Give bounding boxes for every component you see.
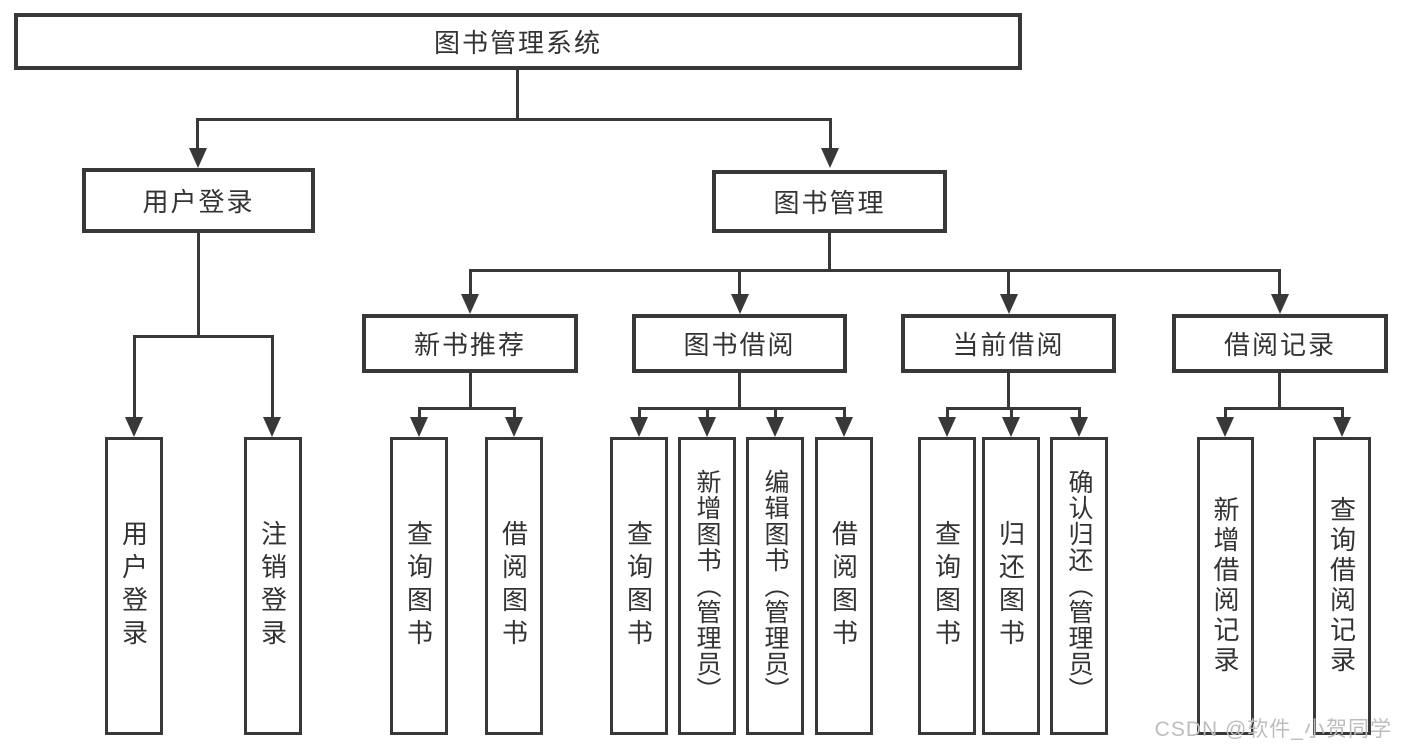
leaf-borrow-books-borrowing-label: 借阅图书 bbox=[828, 520, 859, 652]
v-line bbox=[418, 407, 421, 419]
arrowhead-down-icon bbox=[938, 417, 956, 437]
v-line bbox=[1007, 269, 1010, 296]
csdn-watermark: CSDN @软件_小贺同学 bbox=[1154, 718, 1392, 741]
v-line bbox=[829, 118, 832, 150]
leaf-return-books-label: 归还图书 bbox=[995, 520, 1026, 652]
v-line bbox=[738, 373, 741, 409]
v-line bbox=[271, 335, 274, 417]
v-line bbox=[1278, 373, 1281, 409]
arrowhead-down-icon bbox=[835, 417, 853, 437]
leaf-query-books-current-label: 查询图书 bbox=[931, 520, 962, 652]
leaf-add-borrow-record: 新增借阅记录 bbox=[1197, 437, 1254, 735]
v-line bbox=[706, 407, 709, 419]
leaf-borrow-books-recommend-label: 借阅图书 bbox=[498, 520, 529, 652]
node-current-borrowing-label: 当前借阅 bbox=[952, 330, 1065, 360]
v-line bbox=[946, 407, 949, 419]
arrowhead-down-icon bbox=[630, 417, 648, 437]
node-book-management-label: 图书管理 bbox=[773, 188, 886, 218]
v-line bbox=[133, 335, 136, 417]
leaf-query-borrow-record: 查询借阅记录 bbox=[1313, 437, 1371, 735]
node-new-book-recommend-label: 新书推荐 bbox=[413, 330, 526, 360]
leaf-edit-book-admin-label: 编辑图书（管理员） bbox=[761, 469, 789, 703]
node-current-borrowing: 当前借阅 bbox=[901, 314, 1116, 373]
h-line bbox=[133, 335, 274, 338]
leaf-query-borrow-record-label: 查询借阅记录 bbox=[1326, 496, 1357, 676]
leaf-query-books-current: 查询图书 bbox=[918, 437, 976, 735]
arrowhead-down-icon bbox=[125, 417, 143, 437]
leaf-query-books-recommend: 查询图书 bbox=[390, 437, 448, 735]
h-line bbox=[1224, 407, 1344, 410]
v-line bbox=[1278, 269, 1281, 296]
h-line bbox=[418, 407, 515, 410]
leaf-query-books-borrowing-label: 查询图书 bbox=[623, 520, 654, 652]
leaf-user-login-label: 用户登录 bbox=[118, 520, 149, 652]
node-book-borrowing-label: 图书借阅 bbox=[683, 330, 796, 360]
v-line bbox=[1341, 407, 1344, 419]
leaf-confirm-return-admin-label: 确认归还（管理员） bbox=[1065, 469, 1093, 703]
arrowhead-down-icon bbox=[461, 294, 479, 314]
node-root-label: 图书管理系统 bbox=[433, 28, 602, 58]
h-line bbox=[638, 407, 846, 410]
node-book-management: 图书管理 bbox=[712, 170, 947, 233]
leaf-query-books-borrowing: 查询图书 bbox=[610, 437, 668, 735]
arrowhead-down-icon bbox=[698, 417, 716, 437]
leaf-confirm-return-admin: 确认归还（管理员） bbox=[1050, 437, 1108, 735]
node-borrowing-records: 借阅记录 bbox=[1172, 314, 1388, 373]
leaf-return-books: 归还图书 bbox=[982, 437, 1040, 735]
node-new-book-recommend: 新书推荐 bbox=[362, 314, 578, 373]
leaf-logout: 注销登录 bbox=[244, 437, 302, 735]
v-line bbox=[1010, 407, 1013, 419]
node-book-borrowing: 图书借阅 bbox=[632, 314, 847, 373]
arrowhead-down-icon bbox=[410, 417, 428, 437]
v-line bbox=[469, 269, 472, 296]
v-line bbox=[197, 233, 200, 338]
leaf-borrow-books-borrowing: 借阅图书 bbox=[815, 437, 873, 735]
leaf-add-book-admin: 新增图书（管理员） bbox=[678, 437, 736, 735]
leaf-user-login: 用户登录 bbox=[105, 437, 163, 735]
node-user-login-label: 用户登录 bbox=[142, 187, 255, 217]
node-root: 图书管理系统 bbox=[14, 13, 1022, 70]
v-line bbox=[774, 407, 777, 419]
v-line bbox=[196, 118, 199, 150]
arrowhead-down-icon bbox=[1271, 294, 1289, 314]
arrowhead-down-icon bbox=[1002, 417, 1020, 437]
v-line bbox=[828, 233, 831, 272]
arrowhead-down-icon bbox=[766, 417, 784, 437]
v-line bbox=[843, 407, 846, 419]
leaf-query-books-recommend-label: 查询图书 bbox=[403, 520, 434, 652]
h-line bbox=[197, 118, 832, 121]
arrowhead-down-icon bbox=[1333, 417, 1351, 437]
node-borrowing-records-label: 借阅记录 bbox=[1223, 330, 1336, 360]
v-line bbox=[1078, 407, 1081, 419]
arrowhead-down-icon bbox=[731, 294, 749, 314]
arrowhead-down-icon bbox=[1216, 417, 1234, 437]
arrowhead-down-icon bbox=[1070, 417, 1088, 437]
h-line bbox=[469, 269, 1281, 272]
v-line bbox=[516, 70, 519, 120]
node-user-login: 用户登录 bbox=[82, 168, 315, 233]
v-line bbox=[638, 407, 641, 419]
arrowhead-down-icon bbox=[821, 148, 839, 168]
leaf-borrow-books-recommend: 借阅图书 bbox=[485, 437, 543, 735]
v-line bbox=[513, 407, 516, 419]
arrowhead-down-icon bbox=[505, 417, 523, 437]
v-line bbox=[1007, 373, 1010, 409]
arrowhead-down-icon bbox=[189, 148, 207, 168]
h-line bbox=[946, 407, 1080, 410]
arrowhead-down-icon bbox=[1000, 294, 1018, 314]
v-line bbox=[469, 373, 472, 409]
leaf-add-borrow-record-label: 新增借阅记录 bbox=[1210, 496, 1240, 676]
leaf-edit-book-admin: 编辑图书（管理员） bbox=[746, 437, 804, 735]
leaf-logout-label: 注销登录 bbox=[257, 520, 288, 652]
arrowhead-down-icon bbox=[263, 417, 281, 437]
leaf-add-book-admin-label: 新增图书（管理员） bbox=[693, 469, 721, 703]
v-line bbox=[738, 269, 741, 296]
v-line bbox=[1224, 407, 1227, 419]
